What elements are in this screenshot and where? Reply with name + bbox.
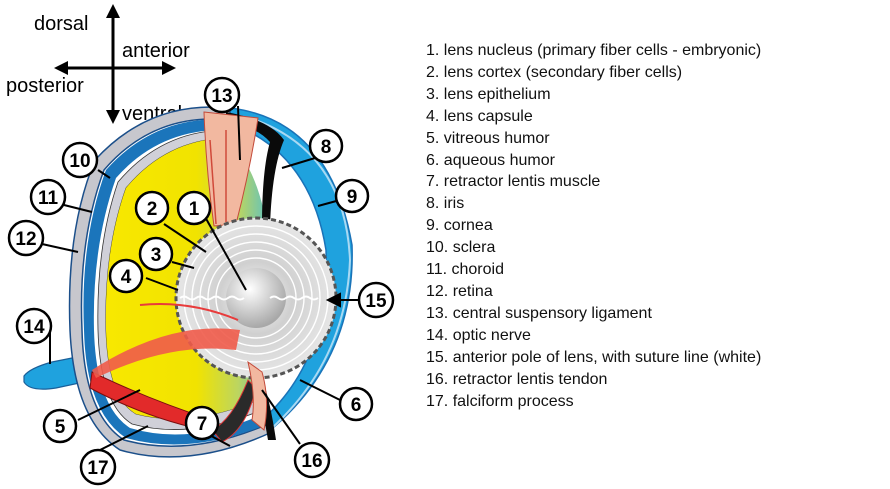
- callout-8: 8: [310, 130, 342, 162]
- svg-text:9: 9: [347, 187, 358, 208]
- callout-4: 4: [110, 260, 142, 292]
- callout-9: 9: [336, 180, 368, 212]
- legend-item-lens-capsule: 4. lens capsule: [426, 106, 761, 128]
- svg-text:17: 17: [87, 458, 108, 479]
- legend-item-aqueous-humor: 6. aqueous humor: [426, 150, 761, 172]
- legend-item-anterior-pole-of-lens: 15. anterior pole of lens, with suture l…: [426, 347, 761, 369]
- svg-text:2: 2: [147, 199, 158, 220]
- svg-text:16: 16: [301, 451, 322, 472]
- legend-item-lens-cortex: 2. lens cortex (secondary fiber cells): [426, 62, 761, 84]
- callout-6: 6: [340, 388, 372, 420]
- callout-17: 17: [81, 450, 115, 484]
- svg-text:1: 1: [189, 199, 200, 220]
- callout-2: 2: [136, 192, 168, 224]
- callout-16: 16: [295, 443, 329, 477]
- legend-item-retina: 12. retina: [426, 281, 761, 303]
- dorsal-label: dorsal: [34, 13, 88, 35]
- callout-12: 12: [9, 221, 43, 255]
- legend-item-retractor-lentis-muscle: 7. retractor lentis muscle: [426, 171, 761, 193]
- orientation-compass: dorsal anterior posterior ventral: [6, 4, 190, 125]
- callout-10: 10: [63, 143, 97, 177]
- svg-text:13: 13: [211, 86, 232, 107]
- callout-7: 7: [186, 407, 218, 439]
- svg-text:7: 7: [197, 414, 208, 435]
- callout-14: 14: [17, 309, 51, 343]
- callout-3: 3: [140, 238, 172, 270]
- legend-item-sclera: 10. sclera: [426, 237, 761, 259]
- svg-text:5: 5: [55, 417, 66, 438]
- legend-item-vitreous-humor: 5. vitreous humor: [426, 128, 761, 150]
- svg-text:4: 4: [121, 267, 132, 288]
- legend-item-lens-nucleus: 1. lens nucleus (primary fiber cells - e…: [426, 40, 761, 62]
- legend-item-lens-epithelium: 3. lens epithelium: [426, 84, 761, 106]
- svg-text:6: 6: [351, 395, 362, 416]
- svg-text:10: 10: [69, 151, 90, 172]
- posterior-label: posterior: [6, 75, 84, 97]
- callout-1: 1: [178, 192, 210, 224]
- legend-item-central-suspensory-ligament: 13. central suspensory ligament: [426, 303, 761, 325]
- svg-text:11: 11: [38, 188, 59, 209]
- callout-11: 11: [31, 180, 65, 214]
- legend-item-choroid: 11. choroid: [426, 259, 761, 281]
- svg-text:12: 12: [15, 229, 36, 250]
- eye-diagram: dorsal anterior posterior ventral: [0, 0, 420, 489]
- legend-item-iris: 8. iris: [426, 193, 761, 215]
- legend-item-falciform-process: 17. falciform process: [426, 391, 761, 413]
- legend-item-cornea: 9. cornea: [426, 215, 761, 237]
- legend-item-retractor-lentis-tendon: 16. retractor lentis tendon: [426, 369, 761, 391]
- callout-5: 5: [44, 410, 76, 442]
- svg-text:14: 14: [23, 317, 45, 338]
- legend-list: 1. lens nucleus (primary fiber cells - e…: [426, 40, 761, 412]
- svg-text:15: 15: [365, 291, 387, 312]
- anterior-label: anterior: [122, 40, 190, 62]
- callout-13: 13: [205, 78, 239, 112]
- legend-item-optic-nerve: 14. optic nerve: [426, 325, 761, 347]
- svg-text:3: 3: [151, 245, 162, 266]
- callout-15: 15: [359, 283, 393, 317]
- svg-text:8: 8: [321, 137, 332, 158]
